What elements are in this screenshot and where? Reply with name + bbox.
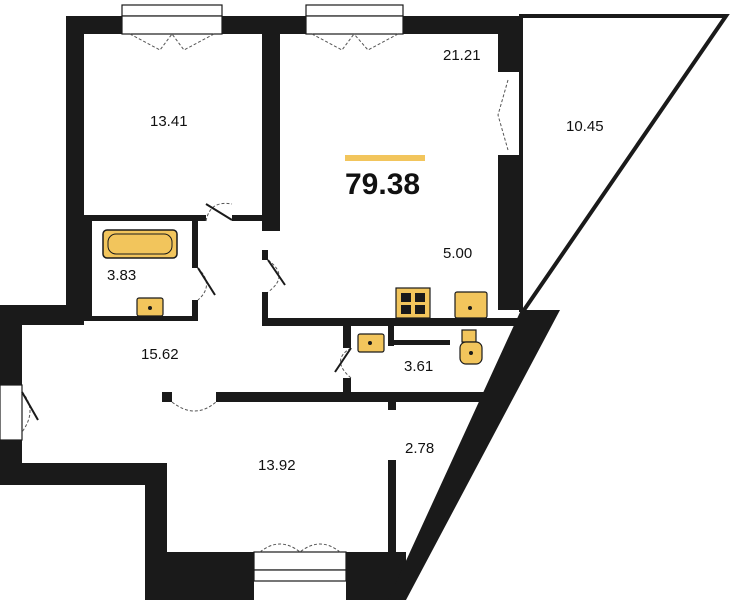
loggia-outline <box>519 14 730 312</box>
sink-icon <box>136 297 164 317</box>
toilet-icon <box>459 329 483 365</box>
room-area-hallway: 15.62 <box>141 346 179 363</box>
bathtub-icon <box>102 229 178 259</box>
walls <box>0 16 560 600</box>
room-area-kitchen-zone: 5.00 <box>443 245 473 262</box>
toilet-sink-icon <box>357 333 385 353</box>
windows <box>0 4 404 582</box>
room-area-living-kitchen: 21.21 <box>443 47 481 64</box>
total-area-label: 79.38 <box>345 168 421 201</box>
room-area-bathroom: 3.83 <box>107 267 137 284</box>
room-area-wardrobe: 2.78 <box>405 440 435 457</box>
room-area-toilet: 3.61 <box>404 358 434 375</box>
door-swings <box>21 33 509 553</box>
kitchen-sink-icon <box>454 291 488 319</box>
room-area-bedroom-bottom: 13.92 <box>258 457 296 474</box>
stove-icon <box>395 287 431 319</box>
total-area-accent-bar <box>345 155 425 161</box>
room-area-bedroom-left: 13.41 <box>150 113 188 130</box>
room-area-loggia-right: 10.45 <box>566 118 604 135</box>
door-leaves <box>21 203 352 421</box>
